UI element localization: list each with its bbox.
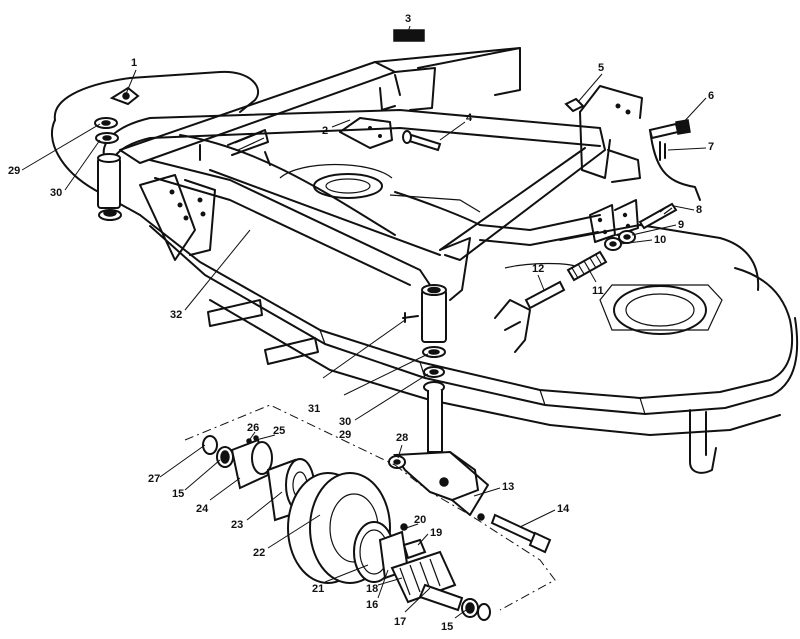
callout-32: 32 xyxy=(170,309,182,321)
callout-21: 21 xyxy=(312,583,324,595)
mower-deck xyxy=(50,70,799,474)
nut-5 xyxy=(564,97,585,113)
bolt-6 xyxy=(648,122,680,140)
callout-6: 6 xyxy=(708,90,714,102)
callout-2: 2 xyxy=(322,125,328,137)
callout-23: 23 xyxy=(231,519,243,531)
shaft-17 xyxy=(418,583,464,612)
callout-3: 3 xyxy=(405,13,411,25)
callout-14: 14 xyxy=(557,503,570,515)
right-pivot xyxy=(402,284,447,453)
spacer-12 xyxy=(524,280,566,310)
callout-15-left: 15 xyxy=(172,488,184,500)
callout-13: 13 xyxy=(502,481,514,493)
callout-1: 1 xyxy=(131,57,137,69)
callout-18: 18 xyxy=(366,583,378,595)
callout-22: 22 xyxy=(253,547,265,559)
washer-27 xyxy=(202,435,218,455)
left-pivot xyxy=(94,86,140,221)
callout-19: 19 xyxy=(430,527,442,539)
callout-24: 24 xyxy=(196,503,209,515)
rod-8 xyxy=(638,202,678,230)
fitting-19 xyxy=(402,538,427,560)
leader-lines xyxy=(21,25,707,619)
callout-labels: 1 2 3 4 5 6 7 8 9 10 11 12 13 14 15 15 1… xyxy=(8,13,714,633)
callout-7: 7 xyxy=(708,141,714,153)
callout-30-right: 30 xyxy=(339,416,351,428)
callout-29-left: 29 xyxy=(8,165,20,177)
callout-9: 9 xyxy=(678,219,684,231)
callout-5: 5 xyxy=(598,62,604,74)
deck-frame xyxy=(119,29,701,201)
callout-27: 27 xyxy=(148,473,160,485)
callout-25: 25 xyxy=(273,425,285,437)
callout-26: 26 xyxy=(247,422,259,434)
tube-frame xyxy=(102,109,606,301)
label-plate xyxy=(393,29,425,42)
grease-fitting-20 xyxy=(400,523,408,531)
bolt-14 xyxy=(477,513,552,554)
callout-11: 11 xyxy=(592,285,604,297)
callout-28: 28 xyxy=(396,432,408,444)
callout-10: 10 xyxy=(654,234,666,246)
callout-4: 4 xyxy=(466,112,473,124)
callout-17: 17 xyxy=(394,616,406,628)
callout-8: 8 xyxy=(696,204,702,216)
callout-29-right: 29 xyxy=(339,429,351,441)
callout-31: 31 xyxy=(308,403,320,415)
callout-15-right: 15 xyxy=(441,621,453,633)
callout-16: 16 xyxy=(366,599,378,611)
rear-hardware xyxy=(402,97,691,310)
wheel-assembly xyxy=(184,404,556,621)
callout-20: 20 xyxy=(414,514,426,526)
caster-bracket-13 xyxy=(388,450,489,516)
callout-30-left: 30 xyxy=(50,187,62,199)
callout-12: 12 xyxy=(532,263,544,275)
